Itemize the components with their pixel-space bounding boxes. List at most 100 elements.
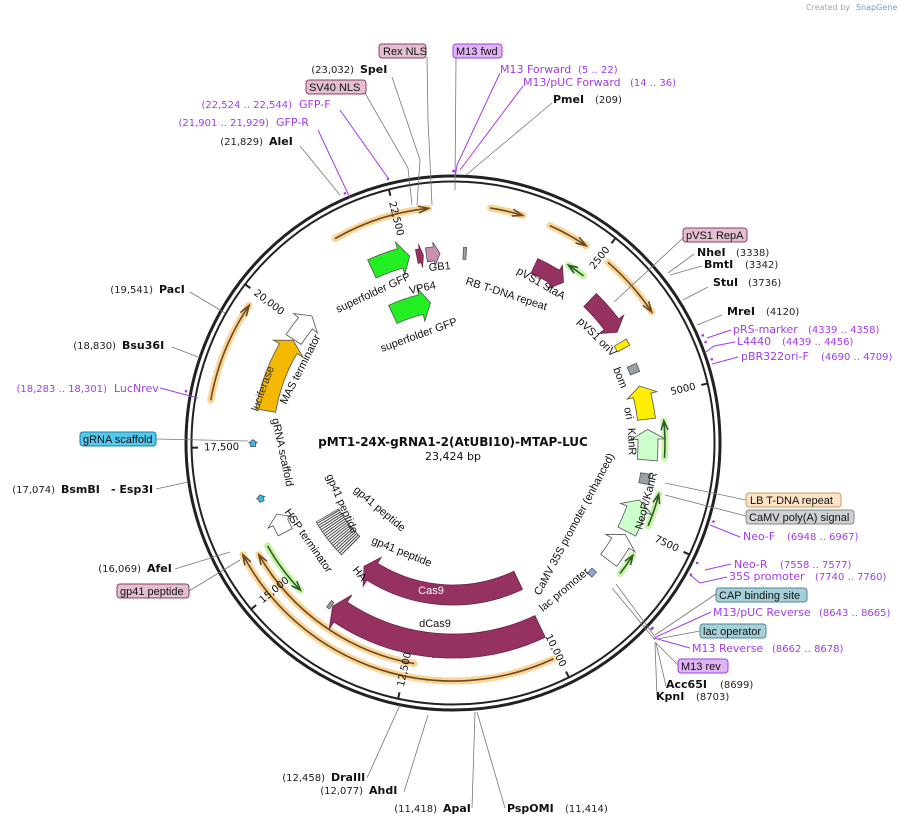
site-nhei[interactable]: NheI — [697, 246, 726, 259]
label-cap-binding-site[interactable]: CAP binding site — [719, 590, 800, 602]
feature-cas9[interactable] — [362, 556, 523, 606]
feature-label-gp41-peptide[interactable]: gp41 peptide — [351, 484, 407, 534]
feature-mas-terminator[interactable] — [285, 313, 319, 345]
label-camv-polya-signal[interactable]: CaMV poly(A) signal — [749, 512, 849, 524]
gp41-peptide-repeat-mark — [324, 520, 347, 537]
label-m13-rev[interactable]: M13 rev — [681, 661, 721, 673]
primer-binding-mark — [701, 334, 705, 337]
feature-label-bom[interactable]: bom — [610, 366, 629, 390]
primer-l4440[interactable]: L4440 — [737, 335, 771, 348]
feature-label-gb1[interactable]: GB1 — [428, 260, 451, 274]
primer-binding-mark — [710, 358, 714, 361]
primer-lucnrev[interactable]: LucNrev — [114, 382, 159, 395]
label-gp41-peptide[interactable]: gp41 peptide — [120, 586, 184, 598]
site-ahdi[interactable]: AhdI — [369, 784, 397, 797]
site-paci[interactable]: PacI — [159, 283, 185, 296]
feature-hsp-terminator[interactable] — [266, 513, 295, 537]
orf-arrowhead — [624, 553, 635, 566]
label-pvs1-repa[interactable]: pVS1 RepA — [686, 230, 744, 242]
gp41-peptide-repeat-mark — [316, 509, 340, 524]
label-lac-operator[interactable]: lac operator — [703, 626, 761, 638]
feature-label-ori[interactable]: ori — [621, 406, 635, 420]
feature-label-kanr[interactable]: KanR — [625, 428, 638, 456]
feature-superfolder-gfp[interactable] — [367, 240, 411, 279]
primer-m13-forward[interactable]: M13 Forward — [500, 63, 571, 76]
feature-ha[interactable] — [326, 600, 335, 610]
orf-orange-6[interactable] — [258, 554, 415, 665]
primer-gfp-f-range: (22,524 .. 22,544) — [202, 100, 293, 111]
site-bmti[interactable]: BmtI — [704, 258, 733, 271]
primer-gfp-f[interactable]: GFP-F — [299, 98, 331, 111]
feature-lac-promoter[interactable] — [586, 567, 597, 578]
label-rex-nls[interactable]: Rex NLS — [383, 46, 427, 58]
tick-mark — [701, 382, 709, 386]
primer-neo-f[interactable]: Neo-F — [743, 530, 775, 543]
feature-grna-scaffold[interactable] — [255, 494, 267, 503]
site-bsmbi[interactable]: BsmBI — [61, 483, 100, 496]
feature-label-vp64[interactable]: VP64 — [408, 280, 437, 297]
primer-pbr322ori-f[interactable]: pBR322ori-F — [741, 350, 809, 363]
site-stui[interactable]: StuI — [713, 276, 738, 289]
feature-rb-t-dna-repeat[interactable] — [462, 246, 468, 260]
feature-ori[interactable] — [626, 385, 659, 421]
tick-mark — [565, 671, 571, 679]
site-draiii[interactable]: DraIII — [331, 771, 365, 784]
site-esp3i[interactable]: - Esp3I — [111, 483, 153, 496]
site-afei[interactable]: AfeI — [147, 562, 172, 575]
feature-camv-35s-promoter-enhanced[interactable] — [600, 533, 637, 567]
feature-lb-t-dna-repeat[interactable] — [638, 472, 651, 486]
orf-orange-5[interactable] — [242, 554, 554, 682]
gp41-peptide-repeat-mark — [327, 523, 350, 541]
feature-label-superfolder-gfp-2[interactable]: superfolder GFP — [379, 316, 459, 355]
feature-label-cas9[interactable]: Cas9 — [418, 585, 444, 597]
gp41-peptide-repeat-mark — [318, 511, 341, 526]
orf-orange-4[interactable] — [209, 304, 250, 401]
label-sv40-nls[interactable]: SV40 NLS — [309, 82, 360, 94]
feature-label-grna-scaffold[interactable]: gRNA scaffold — [269, 417, 295, 487]
feature-pvs1-oriv[interactable] — [583, 293, 625, 334]
primer-m13puc-reverse[interactable]: M13/pUC Reverse — [713, 606, 811, 619]
label-lb-tdna-repeat[interactable]: LB T-DNA repeat — [750, 495, 833, 507]
feature-grna-scaffold[interactable] — [247, 439, 259, 448]
primer-binding-mark — [184, 389, 188, 393]
feature-bom[interactable] — [626, 362, 641, 376]
feature-neor-kanr[interactable] — [617, 499, 654, 537]
primer-gfp-r[interactable]: GFP-R — [276, 116, 309, 129]
orf-arrowhead — [652, 492, 661, 505]
site-spei[interactable]: SpeI — [360, 63, 387, 76]
site-apai-position: (11,418) — [394, 804, 437, 815]
tick-label: 5000 — [670, 381, 697, 398]
feature-layer — [184, 169, 715, 659]
site-pspomi[interactable]: PspOMI — [507, 802, 554, 815]
leader-lines — [155, 56, 747, 809]
site-mrei[interactable]: MreI — [727, 305, 755, 318]
primer-m13puc-forward[interactable]: M13/pUC Forward — [523, 76, 621, 89]
label-m13-fwd[interactable]: M13 fwd — [456, 46, 498, 58]
site-alei[interactable]: AleI — [269, 135, 293, 148]
orf-halo — [331, 204, 432, 243]
feature-luciferase[interactable] — [255, 339, 304, 413]
primer-m13-reverse[interactable]: M13 Reverse — [692, 642, 763, 655]
feature-vp64[interactable] — [415, 243, 424, 268]
feature-pvs1-oriv[interactable] — [613, 338, 631, 353]
site-apai[interactable]: ApaI — [443, 802, 471, 815]
site-acc65i[interactable]: Acc65I — [666, 678, 707, 691]
feature-label-dcas9[interactable]: dCas9 — [419, 618, 451, 630]
site-kpni[interactable]: KpnI — [656, 690, 684, 703]
primer-prs-marker[interactable]: pRS-marker — [733, 323, 798, 336]
feature-superfolder-gfp[interactable] — [388, 286, 432, 324]
tick-mark — [387, 188, 392, 197]
feature-gb1[interactable] — [424, 241, 441, 266]
primer-neo-r[interactable]: Neo-R — [734, 558, 768, 571]
restriction-sites: (23,032) SpeI PmeI (209) (21,829) AleI N… — [12, 63, 799, 815]
site-bsu36i[interactable]: Bsu36I — [122, 339, 164, 352]
label-grna-scaffold[interactable]: gRNA scaffold — [83, 434, 153, 446]
feature-pvs1-staa[interactable] — [530, 258, 564, 290]
site-pmei[interactable]: PmeI — [553, 93, 584, 106]
primer-lucnrev-range: (18,283 .. 18,301) — [17, 384, 108, 395]
feature-dcas9[interactable] — [328, 594, 546, 659]
feature-kanr[interactable] — [629, 428, 667, 462]
site-paci-position: (19,541) — [110, 285, 153, 296]
primer-35s-promoter[interactable]: 35S promoter — [729, 570, 805, 583]
orf-orange-0[interactable] — [334, 207, 429, 240]
